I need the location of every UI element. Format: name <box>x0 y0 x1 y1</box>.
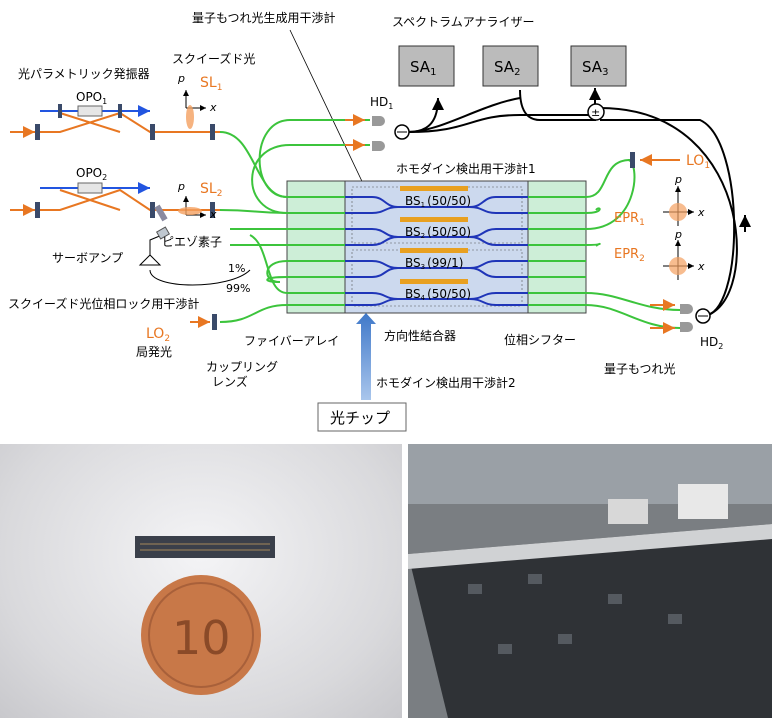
label-epr2: EPR2 <box>614 247 645 264</box>
sa3-box: SA3 <box>570 45 627 87</box>
label-interferometer-gen: 量子もつれ光生成用干渉計 <box>192 10 336 25</box>
label-piezo: ピエゾ素子 <box>162 235 222 249</box>
sa2-box: SA2 <box>482 45 539 87</box>
fiber-array-left <box>286 180 346 314</box>
label-opo: 光パラメトリック発振器 <box>18 67 150 81</box>
svg-text:SA3: SA3 <box>582 58 608 78</box>
axis-p-1: p <box>177 72 185 85</box>
bs3-label: BS3(99/1) <box>405 256 463 271</box>
svg-text:SA2: SA2 <box>494 58 520 78</box>
opo1-cavity <box>10 104 220 140</box>
axis-p-4: p <box>674 228 682 241</box>
hd2-node <box>680 304 711 332</box>
label-coupling-2: レンズ <box>212 374 248 389</box>
label-opo1: OPO1 <box>76 90 107 106</box>
label-opo2: OPO2 <box>76 166 107 182</box>
axis-x-1: x <box>209 101 217 114</box>
phase-shifter-bars <box>400 186 468 284</box>
hd1-node <box>372 116 410 151</box>
label-lo2: LO2 <box>146 326 170 344</box>
lo1-source <box>630 152 680 168</box>
svg-text:SA1: SA1 <box>410 58 436 78</box>
label-phase-shifter: 位相シフター <box>504 332 576 347</box>
label-homodyne1: ホモダイン検出用干渉計1 <box>396 161 536 176</box>
opo2-cavity <box>10 182 220 222</box>
axis-x-2: x <box>209 208 217 221</box>
label-hd1: HD1 <box>370 95 393 111</box>
fiber-array-right <box>527 180 587 314</box>
label-fiber-array: ファイバーアレイ <box>244 334 339 348</box>
optical-chip-label-box <box>317 402 407 432</box>
label-optical-chip: 光チップ <box>330 409 390 427</box>
svg-text:10: 10 <box>172 611 231 665</box>
coin-icon: 10 <box>141 575 261 695</box>
chip-photo <box>135 536 275 558</box>
label-pct99: 99% <box>226 282 250 295</box>
label-lock-interferometer: スクイーズド光位相ロック用干渉計 <box>8 296 199 311</box>
label-spectrum-analyzer: スペクトラムアナライザー <box>392 15 535 29</box>
photo-chip-with-coin: 10 <box>0 444 402 718</box>
lo2-source <box>190 314 217 330</box>
label-local-osc: 局発光 <box>136 345 172 359</box>
bs2-label: BS2(50/50) <box>405 225 471 240</box>
label-coupling-1: カップリング <box>206 360 278 374</box>
bs4-label: BS4(50/50) <box>405 287 471 302</box>
sa1-box: SA1 <box>398 45 455 87</box>
label-sl1: SL1 <box>200 75 222 93</box>
bs1-label: BS1(50/50) <box>405 194 471 209</box>
label-lo1: LO1 <box>686 153 710 171</box>
optical-chip-body <box>344 180 529 314</box>
label-hd2: HD2 <box>700 335 723 351</box>
label-servo-amp: サーボアンプ <box>52 251 123 265</box>
label-homodyne2: ホモダイン検出用干渉計2 <box>376 375 516 390</box>
label-squeezed-light: スクイーズド光 <box>172 51 255 66</box>
label-epr1: EPR1 <box>614 211 645 228</box>
axis-x-4: x <box>697 260 705 273</box>
axis-p-2: p <box>177 180 185 193</box>
label-directional-coupler: 方向性結合器 <box>384 328 456 343</box>
axis-p-3: p <box>674 173 682 186</box>
servo-loop <box>138 234 251 286</box>
optical-circuit-diagram: BS1(50/50) BS2(50/50) BS3(99/1) BS4(50/5… <box>8 10 751 432</box>
label-pct1: 1% <box>228 262 245 275</box>
label-entangled-light: 量子もつれ光 <box>604 362 676 376</box>
arrow-up-icon <box>356 313 376 400</box>
sum-node: ± <box>587 103 605 121</box>
axis-x-3: x <box>697 206 705 219</box>
svg-text:±: ± <box>591 106 600 119</box>
label-sl2: SL2 <box>200 181 222 199</box>
photo-lab-setup <box>408 444 772 718</box>
